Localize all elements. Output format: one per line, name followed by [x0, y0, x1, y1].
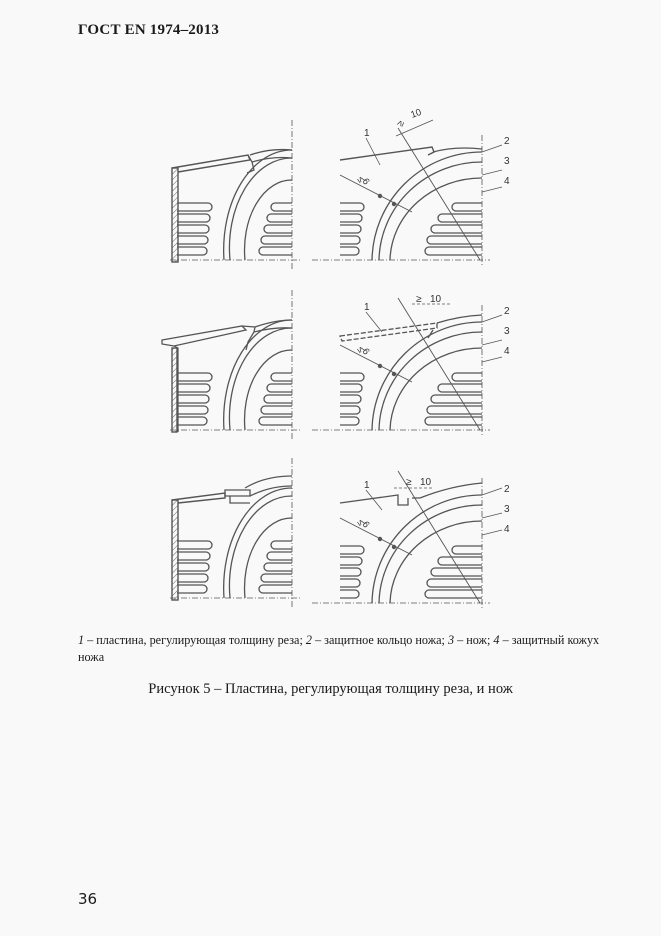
- svg-text:10: 10: [430, 294, 442, 305]
- page-number: 36: [78, 890, 98, 908]
- svg-text:≤: ≤: [355, 344, 367, 355]
- legend-text-1: – пластина, регулирующая толщину реза;: [84, 633, 306, 647]
- svg-text:1: 1: [364, 302, 370, 313]
- legend-text-2: – защитное кольцо ножа;: [311, 633, 448, 647]
- figure-legend: 1 – пластина, регулирующая толщину реза;…: [78, 632, 623, 666]
- svg-text:3: 3: [504, 326, 510, 337]
- svg-text:3: 3: [504, 156, 510, 167]
- document-header: ГОСТ EN 1974–2013: [78, 22, 220, 38]
- svg-text:3: 3: [504, 504, 510, 515]
- drawing-row-1: 1 2 3 4 ≥ 10 ≤ 6: [169, 107, 510, 271]
- legend-text-4: – защитный кожух ножа: [78, 633, 600, 664]
- svg-text:4: 4: [504, 346, 510, 357]
- svg-text:4: 4: [504, 176, 510, 187]
- figure-caption: Рисунок 5 – Пластина, регулирующая толщи…: [148, 681, 513, 697]
- svg-text:4: 4: [504, 524, 510, 535]
- svg-text:2: 2: [504, 136, 510, 147]
- svg-text:6: 6: [360, 176, 372, 187]
- svg-text:≥: ≥: [416, 294, 422, 305]
- drawing-row-3: 1 2 3 4 ≥ 10 ≤ 6: [169, 457, 510, 609]
- svg-text:10: 10: [420, 477, 432, 488]
- svg-text:1: 1: [364, 480, 370, 491]
- drawing-row-2: 1 2 3 4 ≥ 10 ≤ 6: [161, 289, 510, 441]
- svg-text:1: 1: [364, 128, 370, 139]
- legend-num-1: 1: [78, 633, 85, 647]
- legend-num-2: 2: [305, 633, 312, 647]
- svg-text:≤: ≤: [355, 174, 367, 185]
- svg-text:10: 10: [409, 107, 423, 121]
- legend-text-3: – нож;: [454, 633, 494, 647]
- svg-text:6: 6: [360, 519, 372, 530]
- svg-text:2: 2: [504, 484, 510, 495]
- svg-text:≥: ≥: [395, 119, 407, 128]
- svg-text:2: 2: [504, 306, 510, 317]
- svg-text:6: 6: [360, 346, 372, 357]
- legend-num-3: 3: [447, 633, 455, 647]
- legend-num-4: 4: [493, 633, 500, 647]
- svg-text:≤: ≤: [355, 517, 367, 528]
- svg-text:≥: ≥: [406, 477, 412, 488]
- figure-5-drawings: 1 2 3 4 ≥ 10 ≤ 6 1 2 3 4: [150, 100, 550, 620]
